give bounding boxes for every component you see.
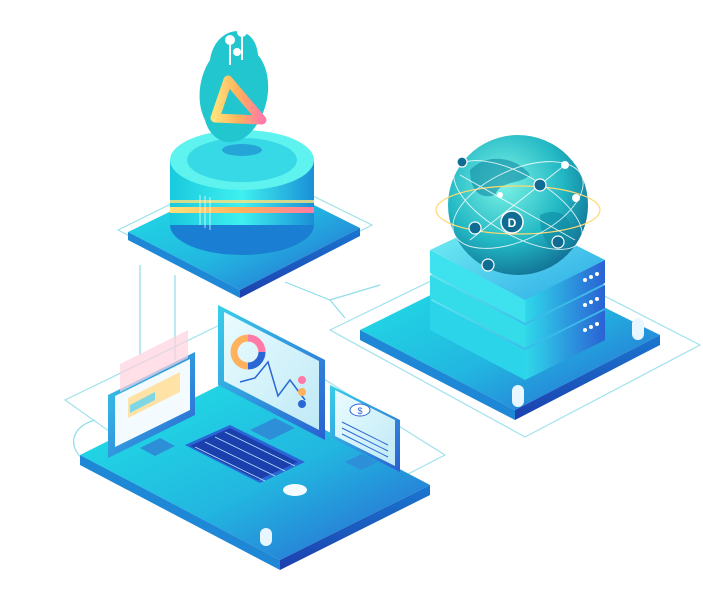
monitor-left <box>108 330 195 458</box>
dash-icon: D <box>500 210 524 234</box>
tether-icon <box>456 156 468 168</box>
node-icon <box>481 258 495 272</box>
mouse-icon <box>283 484 307 496</box>
ethereum-icon <box>533 178 547 192</box>
server-globe-platform: D <box>360 135 660 420</box>
crypto-globe-icon: D <box>435 135 601 275</box>
monitor-right: $ <box>330 385 400 472</box>
vechain-icon <box>468 221 482 235</box>
keyboard-icon <box>185 425 305 483</box>
ai-node-platform <box>128 27 360 298</box>
donut-chart-icon <box>230 334 266 370</box>
workstation-platform: $ <box>80 305 430 570</box>
svg-text:$: $ <box>357 406 362 416</box>
ai-logo-icon <box>199 27 269 156</box>
svg-text:D: D <box>508 216 517 230</box>
litecoin-icon <box>551 235 565 249</box>
line-chart-icon <box>239 360 306 408</box>
monitor-center <box>218 305 325 440</box>
table-icon <box>341 421 389 458</box>
dollar-icon: $ <box>349 403 371 417</box>
